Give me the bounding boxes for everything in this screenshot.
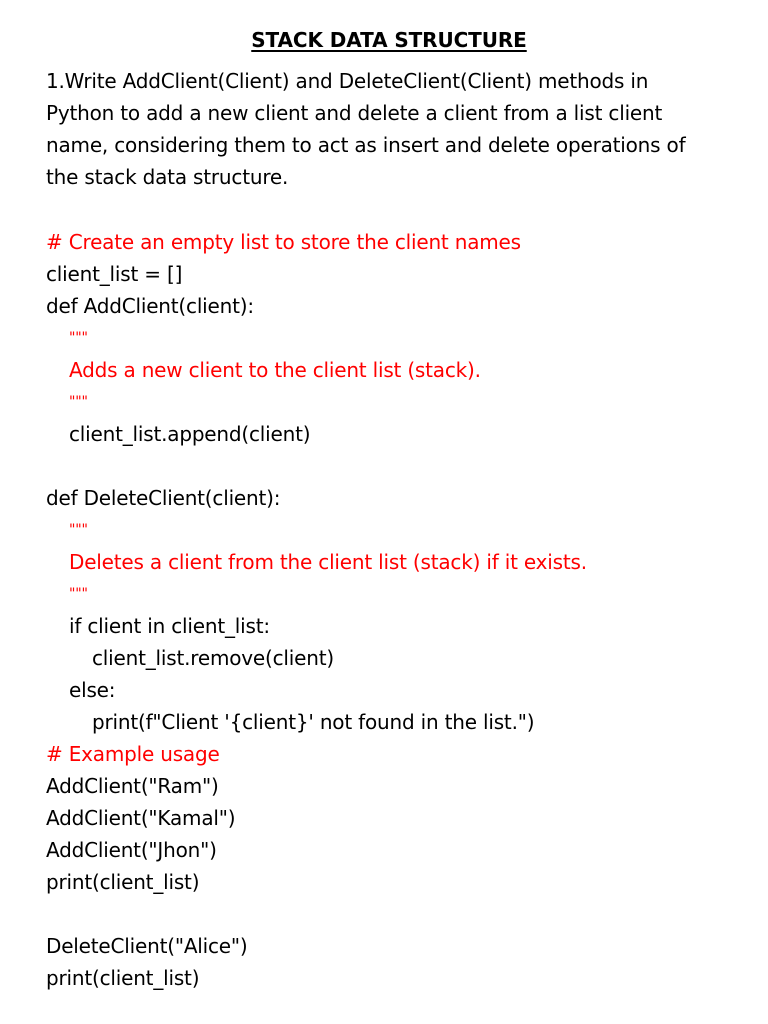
code-line: client_list.remove(client) [92,646,334,670]
code-line: client_list = [] [46,262,183,286]
code-line: DeleteClient("Alice") [46,934,248,958]
code-line: print(client_list) [46,870,200,894]
code-line: AddClient("Jhon") [46,838,217,862]
code-line: if client in client_list: [69,614,270,638]
docstring-quote: """ [69,586,88,602]
code-line: AddClient("Kamal") [46,806,236,830]
code-line: print(client_list) [46,966,200,990]
code-line: def DeleteClient(client): [46,486,281,510]
document-title: STACK DATA STRUCTURE [251,28,527,52]
code-line: client_list.append(client) [69,422,311,446]
blank-line [46,898,746,930]
question-line: Python to add a new client and delete a … [46,101,663,125]
docstring-text: Adds a new client to the client list (st… [69,358,481,382]
question-text: 1.Write AddClient(Client) and DeleteClie… [46,65,746,193]
question-line: 1.Write AddClient(Client) and DeleteClie… [46,69,649,93]
blank-line [46,450,746,482]
code-block: # Create an empty list to store the clie… [46,226,746,994]
code-line: AddClient("Ram") [46,774,219,798]
docstring-quote: """ [69,522,88,538]
docstring-text: Deletes a client from the client list (s… [69,550,587,574]
code-line: def AddClient(client): [46,294,254,318]
code-line: else: [69,678,116,702]
code-comment: # Create an empty list to store the clie… [46,230,521,254]
question-line: name, considering them to act as insert … [46,133,686,157]
code-comment: # Example usage [46,742,220,766]
docstring-quote: """ [69,330,88,346]
code-line: print(f"Client '{client}' not found in t… [92,710,535,734]
docstring-quote: """ [69,394,88,410]
question-line: the stack data structure. [46,165,289,189]
